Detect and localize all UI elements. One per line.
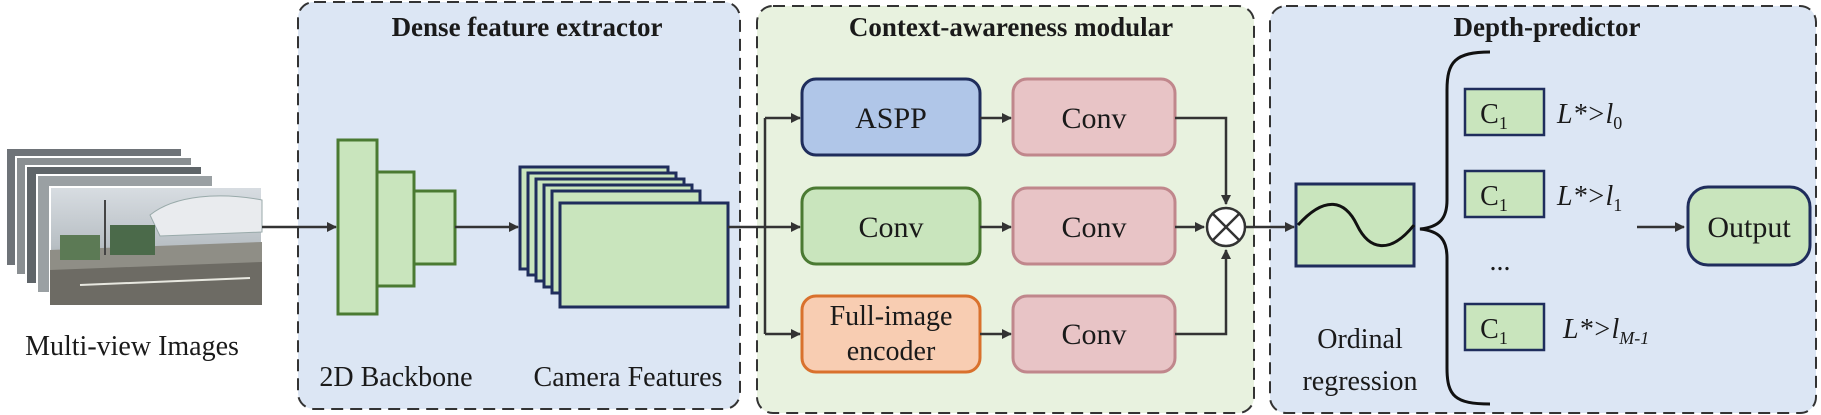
extractor-title: Dense feature extractor: [392, 12, 663, 42]
classifier-label-0: C1: [1480, 99, 1508, 133]
output-label: Output: [1707, 211, 1791, 244]
ellipsis: ...: [1490, 246, 1511, 277]
classifier-box-1: [1463, 169, 1546, 219]
ordinal-regression-block: [1294, 182, 1416, 268]
classifier-box-m1: [1463, 302, 1546, 352]
ordinal-label-line1: Ordinal: [1317, 324, 1403, 355]
classifier-row-0: C1 L*>l0: [1463, 87, 1622, 137]
conv-label-2a: Conv: [858, 211, 923, 244]
classifier-row-m1: C1 L*>lM-1: [1463, 302, 1649, 352]
backbone-blocks: [336, 138, 457, 316]
merge-connectors: [1175, 116, 1231, 336]
encoder-label-line2: encoder: [847, 336, 936, 367]
conv-label-1b: Conv: [1061, 102, 1126, 135]
street-scene-image: [49, 186, 263, 306]
wave-icon: [1296, 202, 1416, 248]
ordinal-label-line2: regression: [1302, 366, 1417, 397]
condition-0: L*>l0: [1556, 99, 1622, 133]
classifier-label-m1: C1: [1480, 314, 1508, 348]
aspp-label: ASPP: [855, 102, 927, 135]
features-label: Camera Features: [534, 362, 723, 393]
output-block: [1686, 185, 1812, 267]
classifier-box-0: [1463, 87, 1546, 137]
conv-label-3b: Conv: [1061, 318, 1126, 351]
camera-feature-stack: [518, 165, 730, 309]
classifier-row-1: C1 L*>l1: [1463, 169, 1622, 219]
context-title: Context-awareness modular: [849, 12, 1173, 42]
encoder-label-line1: Full-image: [830, 301, 953, 332]
conv-label-2b: Conv: [1061, 211, 1126, 244]
input-label: Multi-view Images: [25, 331, 239, 362]
condition-1: L*>l1: [1556, 181, 1622, 215]
multiply-node: [1205, 206, 1247, 248]
branch-connectors: [728, 113, 801, 339]
predictor-title: Depth-predictor: [1454, 12, 1641, 42]
curly-brace: [1419, 50, 1491, 406]
backbone-label: 2D Backbone: [319, 362, 472, 393]
condition-m1: L*>lM-1: [1562, 314, 1649, 348]
multi-view-image-stack: [5, 147, 263, 306]
classifier-label-1: C1: [1480, 181, 1508, 215]
